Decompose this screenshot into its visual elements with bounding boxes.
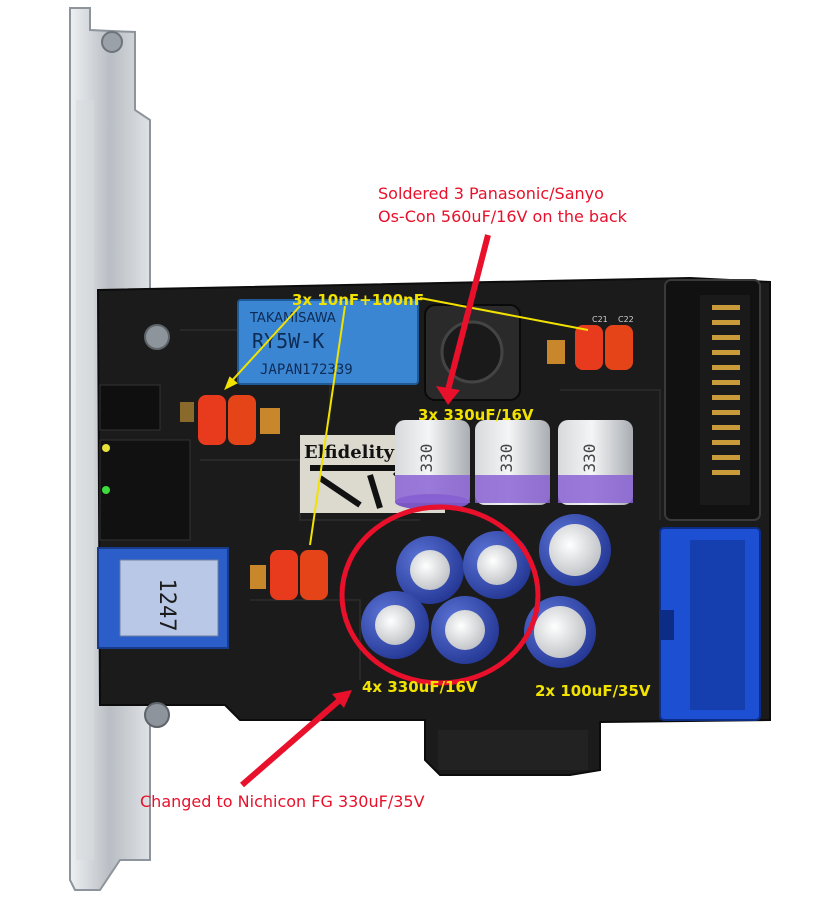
film-cap-group-right xyxy=(547,325,633,370)
relay: TAKAMISAWA RY5W-K JAPAN172339 xyxy=(237,299,419,385)
note-top-caps: 3x 330uF/16V xyxy=(418,406,534,424)
pcie-edge xyxy=(438,730,588,770)
note-small-caps: 3x 10nF+100nF xyxy=(292,291,424,309)
cap-marking-1: 330 xyxy=(417,444,436,473)
cap-marking-3: 330 xyxy=(580,444,599,473)
note-right-caps: 2x 100uF/35V xyxy=(535,682,651,700)
note-back-caps-line1: Soldered 3 Panasonic/Sanyo xyxy=(378,184,604,203)
pcb-screw-top-icon xyxy=(144,324,170,350)
brand-name: Elfidelity xyxy=(304,442,395,463)
red-arrows xyxy=(240,234,491,788)
pcb-screw-bottom-icon xyxy=(144,702,170,728)
usb-port: 1247 xyxy=(97,547,229,649)
usb3-header xyxy=(659,527,761,721)
arrow-head-top-icon xyxy=(436,386,460,405)
relay-brand: TAKAMISAWA xyxy=(249,311,336,326)
note-back-caps-line2: Os-Con 560uF/16V on the back xyxy=(378,207,628,226)
cap-marking-2: 330 xyxy=(497,444,516,473)
film-cap-group-mid xyxy=(250,550,328,600)
film-capacitors: C21 C22 xyxy=(180,315,634,600)
note-changed-caps: Changed to Nichicon FG 330uF/35V xyxy=(140,792,425,811)
sata-connector xyxy=(664,279,761,521)
right-caps xyxy=(524,514,611,668)
note-circled-caps: 4x 330uF/16V xyxy=(362,678,478,696)
ref-c22: C22 xyxy=(618,315,634,324)
relay-model: RY5W-K xyxy=(252,329,324,353)
highlight-circle xyxy=(339,504,541,686)
pcb-board xyxy=(96,276,771,776)
inductor xyxy=(424,304,521,401)
arrow-head-bottom-icon xyxy=(332,690,352,708)
bracket-screw-icon xyxy=(101,31,123,53)
film-cap-group-left xyxy=(180,395,280,445)
oscon-caps-top: 330 330 330 xyxy=(395,420,633,510)
relay-origin: JAPAN172339 xyxy=(260,362,353,378)
annotation-texts: Soldered 3 Panasonic/Sanyo Os-Con 560uF/… xyxy=(140,184,651,811)
usb-port-label: 1247 xyxy=(154,579,179,632)
blue-caps xyxy=(361,531,531,664)
front-panel-pins xyxy=(99,384,191,541)
yellow-pointers xyxy=(224,297,589,546)
ref-c21: C21 xyxy=(592,315,608,324)
